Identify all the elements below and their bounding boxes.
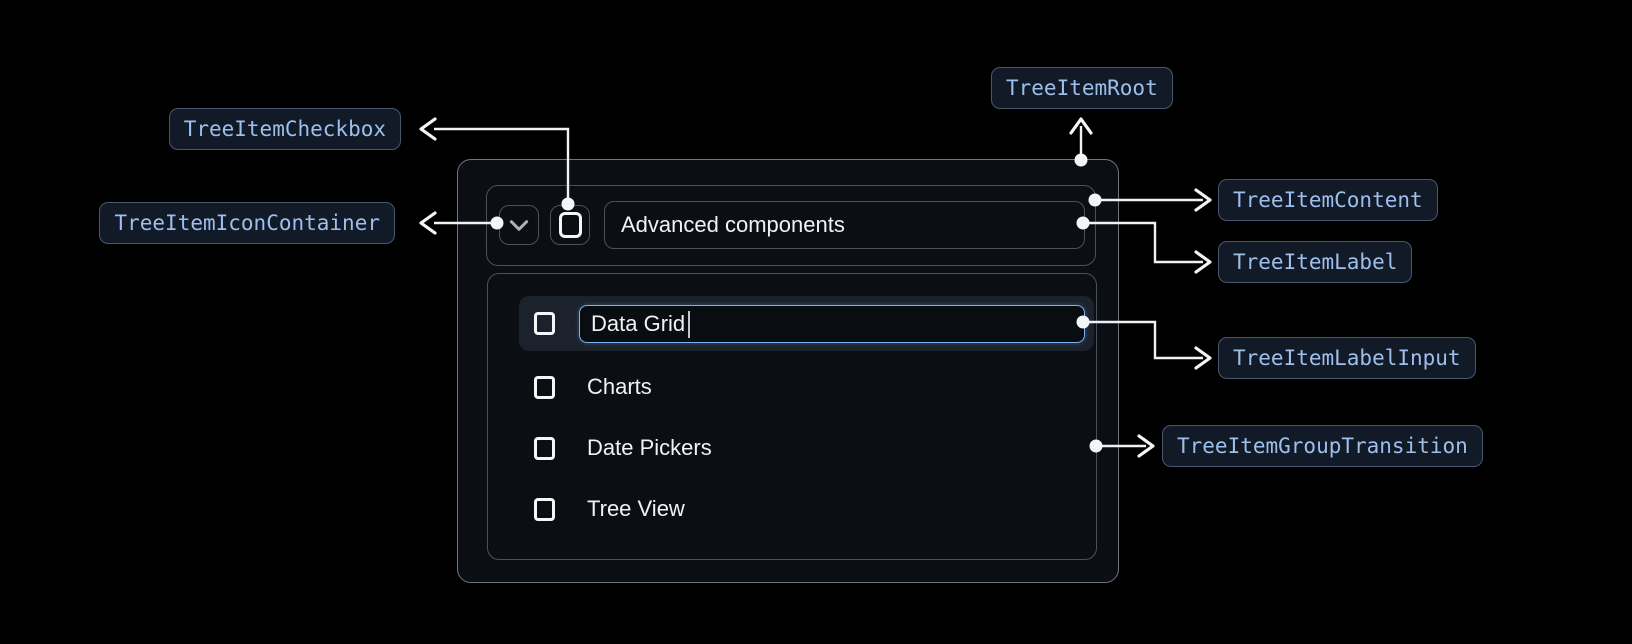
tree-item-content[interactable]: Advanced components (486, 185, 1096, 266)
tree-item-label-input[interactable]: Data Grid (579, 305, 1085, 343)
annotation-tree-item-root: TreeItemRoot (991, 67, 1173, 109)
annotation-tree-item-label: TreeItemLabel (1218, 241, 1413, 283)
label-input-value: Data Grid (591, 311, 686, 336)
expand-button[interactable] (499, 205, 539, 245)
tree-item-label[interactable]: Advanced components (604, 201, 1085, 249)
tree-row[interactable]: Charts (534, 361, 652, 413)
tree-item-checkbox[interactable] (550, 205, 590, 245)
tree-item-root: Advanced components Data Grid Charts Dat… (457, 159, 1119, 583)
annotation-tree-item-group-transition: TreeItemGroupTransition (1162, 425, 1483, 467)
tree-item-label-text: Tree View (587, 496, 685, 521)
checkbox-square-icon (558, 212, 582, 238)
parent-item-label: Advanced components (621, 212, 845, 237)
tree-row[interactable]: Date Pickers (534, 422, 712, 474)
tree-item-label-text: Date Pickers (587, 435, 712, 460)
tree-row[interactable]: Tree View (534, 483, 685, 535)
tree-item-label-text: Charts (587, 374, 652, 399)
annotation-tree-item-icon-container: TreeItemIconContainer (99, 202, 395, 244)
chevron-down-icon (509, 220, 529, 231)
checkbox-icon[interactable] (534, 375, 555, 399)
checkbox-icon[interactable] (534, 312, 555, 335)
tree-item-group-transition: Data Grid Charts Date Pickers Tree View (487, 273, 1097, 560)
checkbox-icon[interactable] (534, 497, 555, 521)
annotation-tree-item-label-input: TreeItemLabelInput (1218, 337, 1476, 379)
text-caret (688, 310, 691, 338)
tree-row-editing[interactable]: Data Grid (519, 296, 1094, 351)
annotation-tree-item-checkbox: TreeItemCheckbox (168, 108, 401, 150)
annotation-tree-item-content: TreeItemContent (1218, 179, 1438, 221)
checkbox-icon[interactable] (534, 436, 555, 460)
